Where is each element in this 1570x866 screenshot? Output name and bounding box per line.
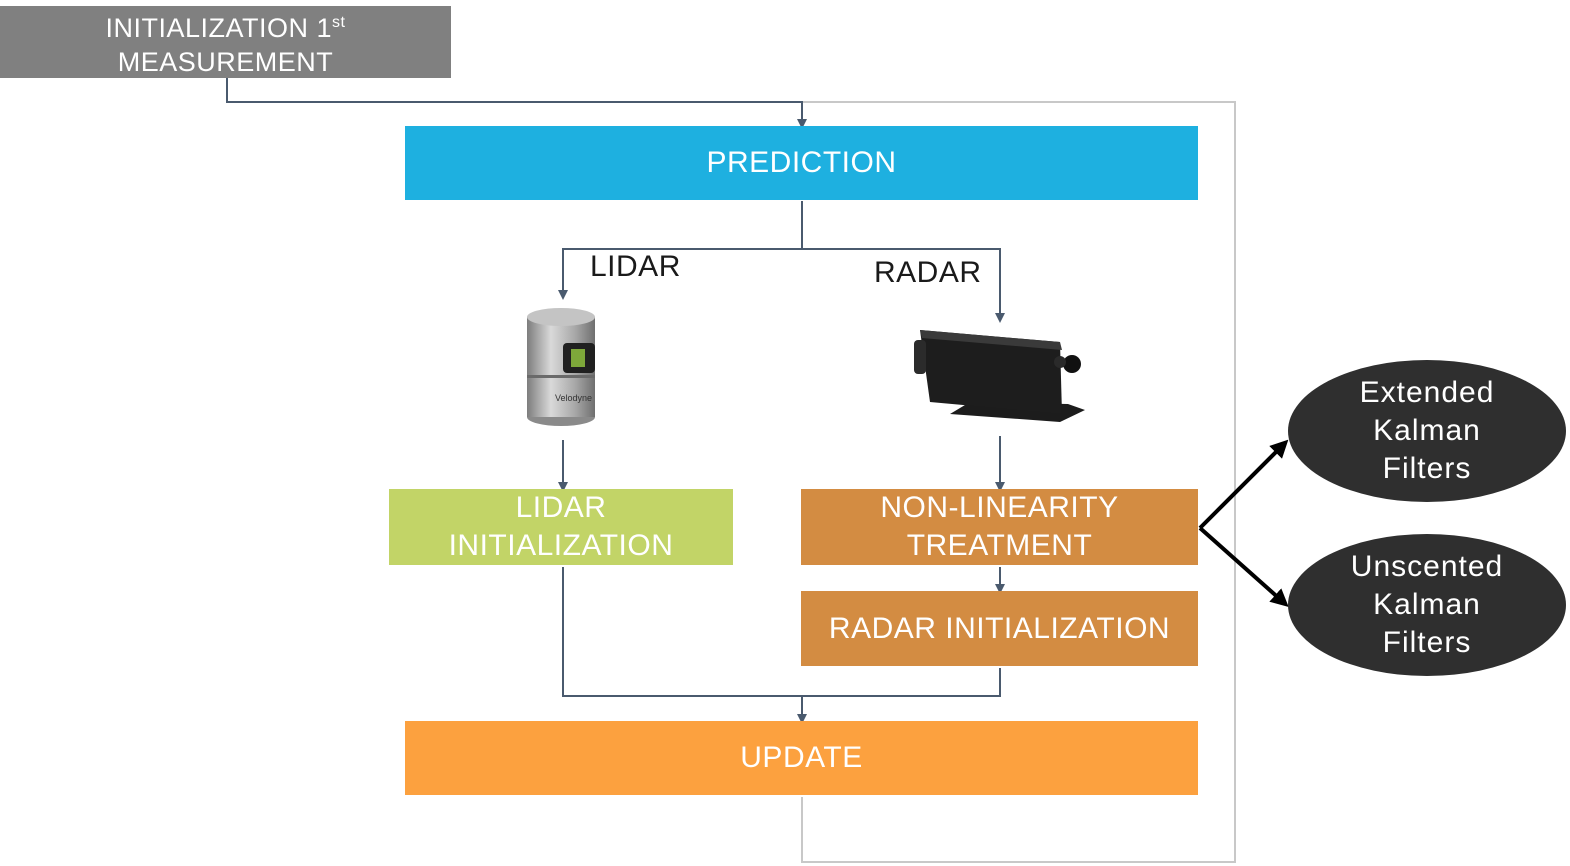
lidar-brand-text: Velodyne bbox=[555, 393, 592, 403]
lidar-init-line1: LIDAR bbox=[515, 491, 607, 524]
ekf-line3: Filters bbox=[1382, 452, 1472, 485]
nonlinearity-line1: NON-LINEARITY bbox=[880, 491, 1119, 524]
init-line2: MEASUREMENT bbox=[117, 46, 334, 77]
to-ekf-arrow bbox=[1198, 439, 1289, 530]
feedback-loop-line bbox=[801, 101, 1236, 863]
radar-initialization-box: RADAR INITIALIZATION bbox=[801, 591, 1198, 666]
prediction-box: PREDICTION bbox=[405, 126, 1198, 200]
nonlinearity-line2: TREATMENT bbox=[906, 529, 1093, 562]
prediction-label: PREDICTION bbox=[706, 146, 897, 179]
unscented-kalman-filters-node: Unscented Kalman Filters bbox=[1288, 534, 1566, 676]
radar-init-to-update-line bbox=[802, 668, 1001, 697]
init-to-prediction-arrow bbox=[226, 78, 807, 129]
nonlinearity-treatment-box: NON-LINEARITY TREATMENT bbox=[801, 489, 1198, 565]
ukf-line2: Kalman bbox=[1373, 588, 1481, 621]
lidar-init-to-update-line bbox=[562, 567, 802, 697]
to-ukf-arrow bbox=[1198, 526, 1289, 607]
radar-sensor-image bbox=[914, 330, 1085, 422]
ekf-line1: Extended bbox=[1359, 376, 1495, 409]
radar-branch-label: RADAR bbox=[874, 256, 982, 289]
lidar-branch-arrow bbox=[558, 248, 802, 300]
lidar-initialization-box: LIDAR INITIALIZATION bbox=[389, 489, 733, 565]
radar-init-label: RADAR INITIALIZATION bbox=[828, 611, 1171, 645]
initialization-box: INITIALIZATION 1st MEASUREMENT bbox=[0, 6, 451, 78]
lidar-branch-label: LIDAR bbox=[590, 250, 681, 283]
update-label: UPDATE bbox=[740, 741, 863, 774]
ekf-line2: Kalman bbox=[1373, 414, 1481, 447]
ukf-line3: Filters bbox=[1382, 626, 1472, 659]
extended-kalman-filters-node: Extended Kalman Filters bbox=[1288, 360, 1566, 502]
radar-branch-arrow bbox=[802, 248, 1005, 323]
update-box: UPDATE bbox=[405, 721, 1198, 795]
ukf-line1: Unscented bbox=[1350, 550, 1504, 583]
init-line1: INITIALIZATION 1 bbox=[105, 12, 333, 43]
lidar-init-line2: INITIALIZATION bbox=[448, 529, 674, 562]
init-superscript: st bbox=[332, 13, 346, 31]
lidar-sensor-image: Velodyne bbox=[527, 308, 595, 426]
